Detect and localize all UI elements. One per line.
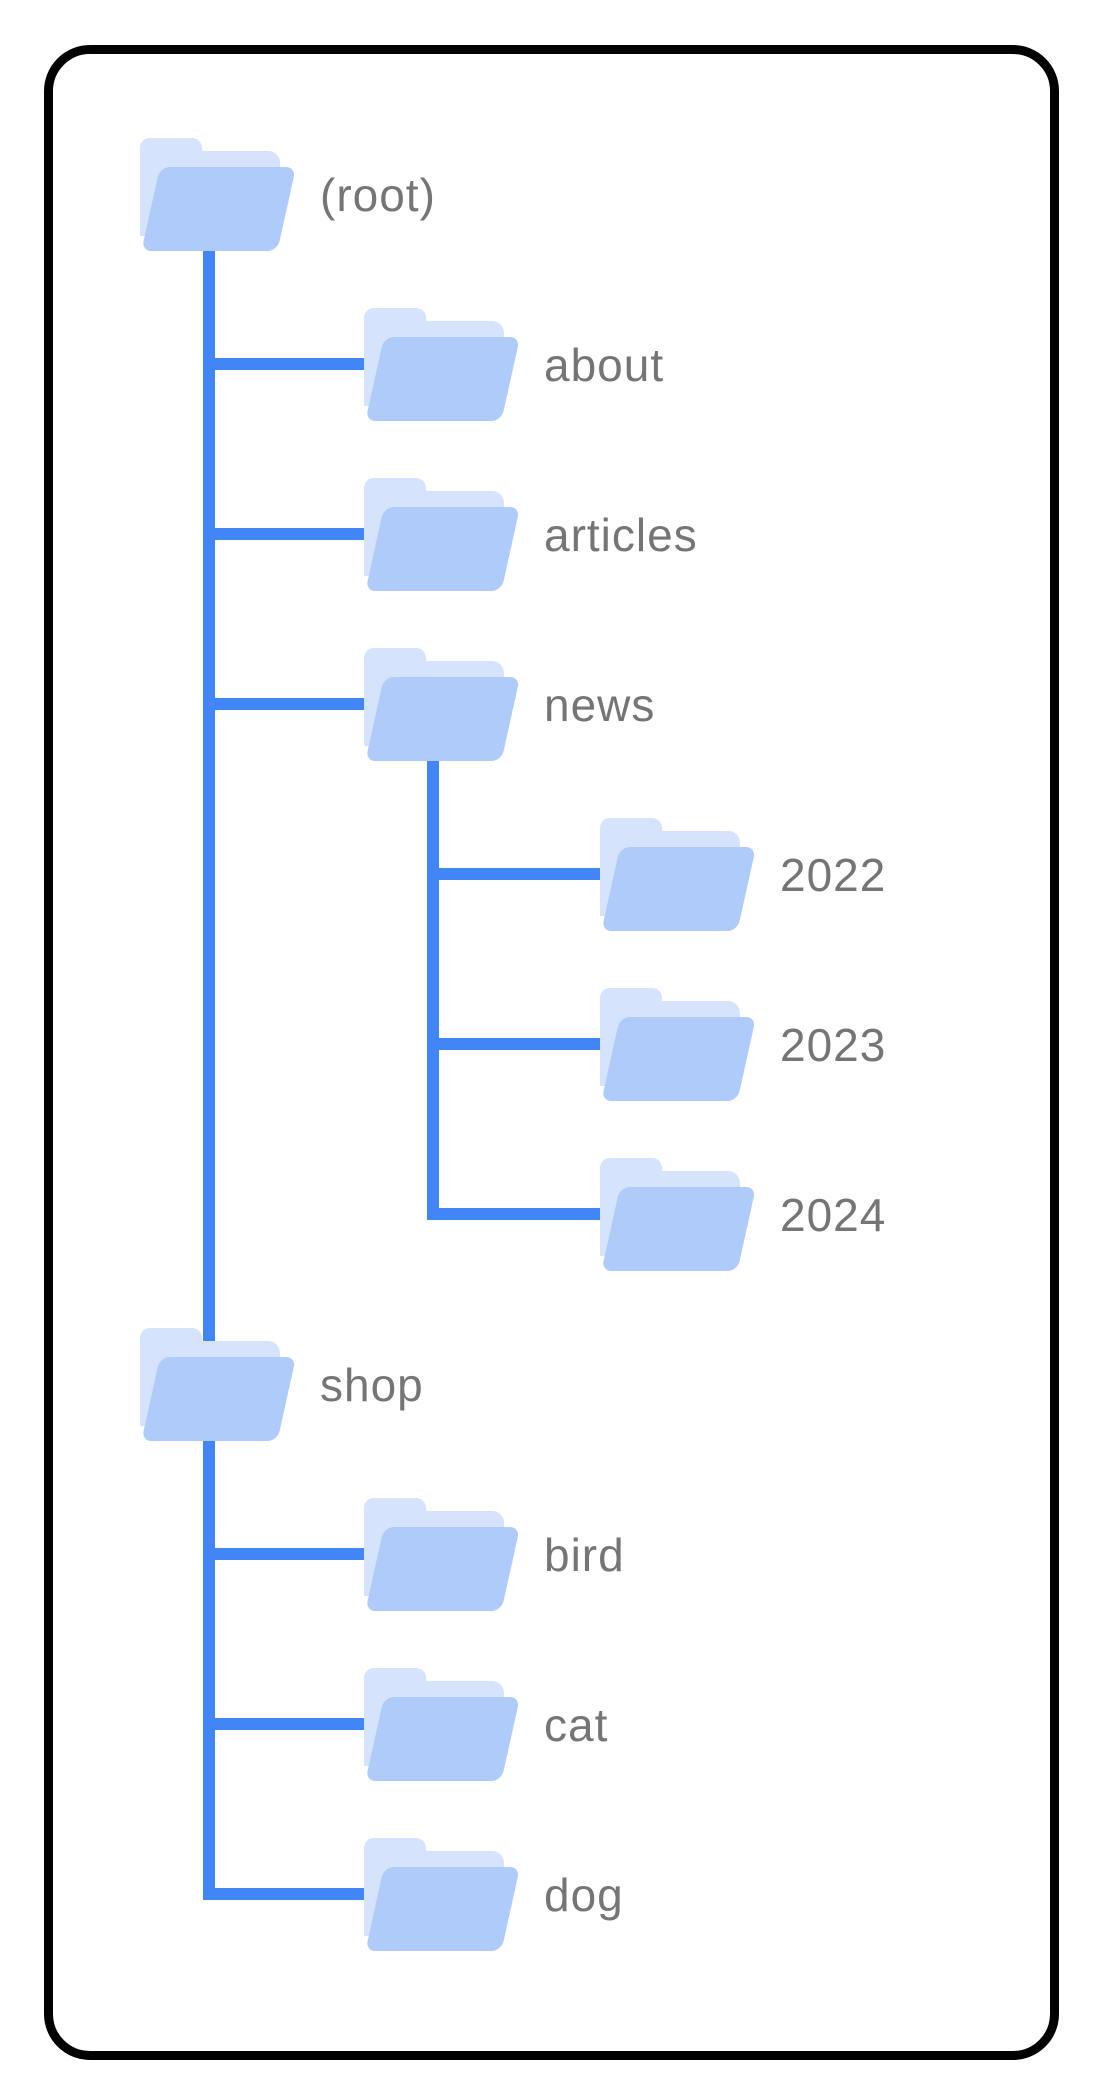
tree-node-bird: bird — [364, 1498, 884, 1611]
connector-horizontal-dog — [203, 1888, 380, 1900]
connector-horizontal-y2024 — [427, 1208, 616, 1220]
tree-node-y2023: 2023 — [600, 988, 1100, 1101]
folder-front-panel — [365, 1527, 520, 1611]
tree-node-y2022: 2022 — [600, 818, 1100, 931]
folder-label-y2024: 2024 — [780, 1188, 887, 1241]
folder-icon-shop — [140, 1328, 296, 1441]
connector-horizontal-cat — [203, 1718, 380, 1730]
connector-horizontal-y2023 — [427, 1038, 616, 1050]
tree-node-dog: dog — [364, 1838, 884, 1951]
folder-front-panel — [365, 1867, 520, 1951]
folder-label-news: news — [544, 678, 656, 731]
folder-icon-dog — [364, 1838, 520, 1951]
tree-node-y2024: 2024 — [600, 1158, 1100, 1271]
folder-label-cat: cat — [544, 1698, 609, 1751]
folder-icon-cat — [364, 1668, 520, 1781]
connector-horizontal-articles — [203, 528, 380, 540]
folder-front-panel — [365, 337, 520, 421]
folder-label-y2023: 2023 — [780, 1018, 887, 1071]
connector-vertical-news — [427, 755, 439, 1220]
folder-icon-bird — [364, 1498, 520, 1611]
connector-horizontal-y2022 — [427, 868, 616, 880]
folder-front-panel — [601, 1017, 756, 1101]
folder-front-panel — [601, 1187, 756, 1271]
tree-node-about: about — [364, 308, 884, 421]
folder-label-bird: bird — [544, 1528, 625, 1581]
folder-label-root: (root) — [320, 168, 436, 221]
folder-icon-root — [140, 138, 296, 251]
connector-vertical-root — [203, 245, 215, 1900]
folder-icon-articles — [364, 478, 520, 591]
folder-front-panel — [365, 507, 520, 591]
folder-label-about: about — [544, 338, 665, 391]
tree-node-news: news — [364, 648, 884, 761]
folder-label-shop: shop — [320, 1358, 424, 1411]
tree-node-cat: cat — [364, 1668, 884, 1781]
folder-icon-y2024 — [600, 1158, 756, 1271]
tree-node-articles: articles — [364, 478, 884, 591]
connector-horizontal-news — [203, 698, 380, 710]
connector-horizontal-bird — [203, 1548, 380, 1560]
folder-icon-y2023 — [600, 988, 756, 1101]
tree-node-shop: shop — [140, 1328, 660, 1441]
folder-icon-y2022 — [600, 818, 756, 931]
connector-horizontal-about — [203, 358, 380, 370]
folder-label-y2022: 2022 — [780, 848, 887, 901]
folder-icon-news — [364, 648, 520, 761]
folder-front-panel — [601, 847, 756, 931]
folder-front-panel — [365, 677, 520, 761]
folder-label-articles: articles — [544, 508, 698, 561]
folder-front-panel — [141, 1357, 296, 1441]
tree-node-root: (root) — [140, 138, 660, 251]
folder-icon-about — [364, 308, 520, 421]
folder-front-panel — [141, 167, 296, 251]
folder-label-dog: dog — [544, 1868, 624, 1921]
folder-front-panel — [365, 1697, 520, 1781]
